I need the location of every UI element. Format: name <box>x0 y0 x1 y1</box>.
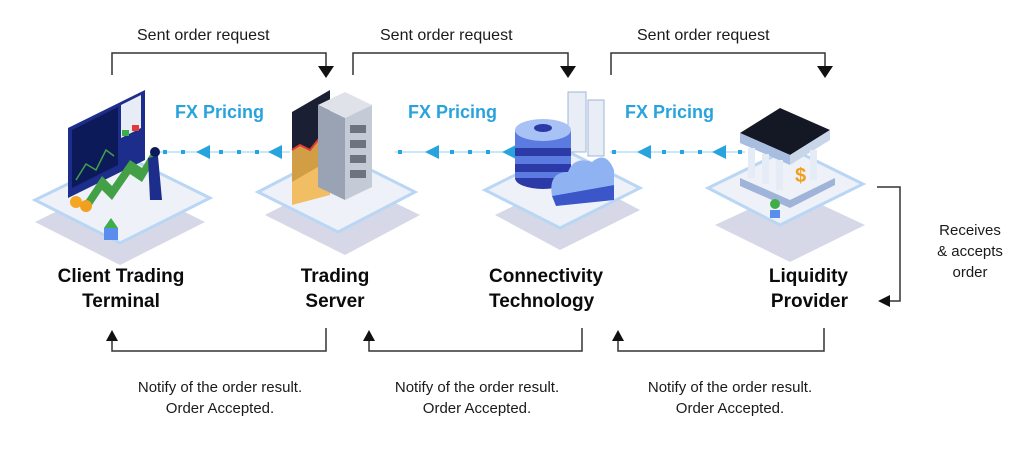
receives-line: & accepts <box>937 243 1003 260</box>
notify-line: Notify of the order result. <box>647 379 813 396</box>
receives-label: Receives & accepts order <box>920 220 1020 283</box>
node-title-line: Client Trading <box>57 266 185 287</box>
receives-line: order <box>952 264 988 281</box>
notify-label-3: Notify of the order result. Order Accept… <box>618 377 842 419</box>
pricing-flow-2 <box>395 145 520 159</box>
notify-line: Order Accepted. <box>675 400 785 417</box>
notify-arrow-2 <box>363 328 583 352</box>
pricing-flow-3 <box>610 145 745 159</box>
request-label-3: Sent order request <box>637 27 770 44</box>
bank-icon: $ <box>704 108 867 262</box>
fx-pricing-label-2: FX Pricing <box>408 102 498 122</box>
notify-label-2: Notify of the order result. Order Accept… <box>365 377 589 419</box>
notify-line: Notify of the order result. <box>394 379 560 396</box>
request-arrow-1 <box>111 52 334 78</box>
notify-label-1: Notify of the order result. Order Accept… <box>108 377 332 419</box>
request-label-1: Sent order request <box>137 27 270 44</box>
node-title-client-trading-terminal: Client Trading Terminal <box>41 264 201 314</box>
fx-pricing-label-1: FX Pricing <box>175 102 265 122</box>
request-label-2: Sent order request <box>380 27 513 44</box>
notify-line: Order Accepted. <box>165 400 275 417</box>
request-arrow-2 <box>352 52 576 78</box>
node-title-line: Technology <box>489 291 595 312</box>
node-title-line: Terminal <box>82 291 160 312</box>
database-cloud-icon <box>481 91 644 250</box>
receives-arrow <box>877 186 901 307</box>
node-title-line: Trading <box>300 266 370 287</box>
node-title-line: Server <box>305 291 365 312</box>
fx-pricing-label-3: FX Pricing <box>625 102 715 122</box>
node-title-line: Connectivity <box>489 266 604 287</box>
node-title-line: Liquidity <box>768 266 848 287</box>
notify-arrow-3 <box>612 328 825 352</box>
node-title-line: Provider <box>770 291 848 312</box>
trading-terminal-icon <box>31 90 214 265</box>
svg-text:$: $ <box>795 165 806 187</box>
request-arrow-3 <box>610 52 833 78</box>
receives-line: Receives <box>939 222 1001 239</box>
pricing-flow-1 <box>160 145 290 159</box>
node-title-liquidity-provider: Liquidity Provider <box>748 264 848 314</box>
node-title-trading-server: Trading Server <box>285 264 385 314</box>
notify-arrow-1 <box>106 328 327 352</box>
node-title-connectivity-technology: Connectivity Technology <box>489 264 629 314</box>
notify-line: Notify of the order result. <box>137 379 303 396</box>
notify-line: Order Accepted. <box>422 400 532 417</box>
server-icon <box>254 90 420 255</box>
